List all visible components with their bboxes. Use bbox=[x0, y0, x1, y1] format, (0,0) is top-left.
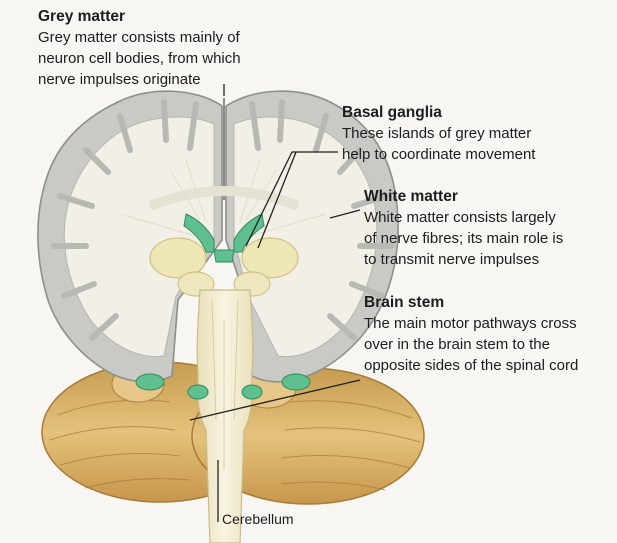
basal-ganglia bbox=[149, 237, 299, 297]
leader-line-brain-stem bbox=[189, 379, 361, 421]
leader-line-basal-ganglia bbox=[245, 151, 338, 247]
basal-ganglia-title: Basal ganglia bbox=[342, 104, 442, 121]
white-matter-description: White matter consists largely of nerve f… bbox=[364, 209, 564, 268]
cerebral-cortex bbox=[37, 90, 399, 383]
grey-matter-label: Grey matter Grey matter consists mainly … bbox=[38, 6, 308, 90]
basal-ganglia-description: These islands of grey matter help to coo… bbox=[342, 125, 536, 163]
basal-ganglia-label: Basal ganglia These islands of grey matt… bbox=[342, 102, 612, 165]
brain-stem-title: Brain stem bbox=[364, 294, 445, 311]
leader-lines bbox=[189, 84, 361, 522]
white-matter-title: White matter bbox=[364, 188, 458, 205]
grey-matter-description: Grey matter consists mainly of neuron ce… bbox=[38, 29, 241, 88]
brain-stem-description: The main motor pathways cross over in th… bbox=[364, 315, 579, 374]
cerebellum-label: Cerebellum bbox=[222, 511, 294, 527]
leader-line-white-matter bbox=[329, 209, 361, 219]
white-matter-label: White matter White matter consists large… bbox=[364, 186, 614, 270]
leader-line-basal-ganglia-2 bbox=[257, 151, 297, 249]
brain-stem bbox=[135, 289, 311, 543]
brain-stem-label: Brain stem The main motor pathways cross… bbox=[364, 292, 614, 376]
grey-matter-title: Grey matter bbox=[38, 8, 126, 25]
